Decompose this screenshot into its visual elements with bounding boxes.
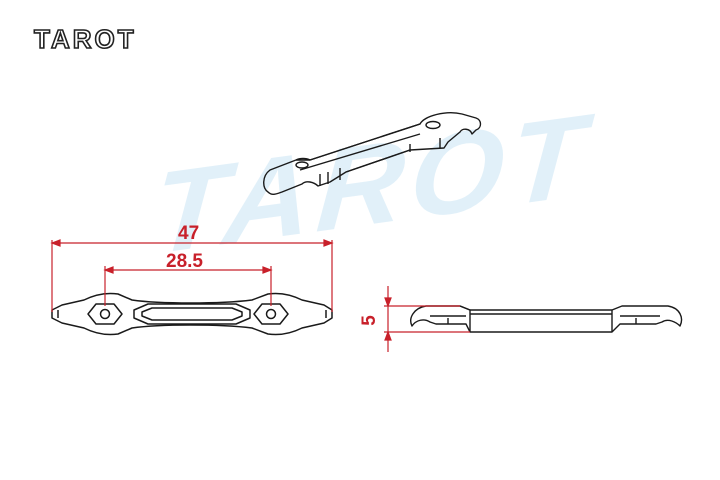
brand-logo: TAROT [33, 24, 137, 54]
hole-spacing-label: 28.5 [166, 251, 203, 272]
side-view [410, 305, 683, 333]
top-view [51, 292, 333, 336]
overall-length-label: 47 [178, 223, 200, 244]
height-label: 5 [358, 315, 380, 326]
isometric-view [263, 112, 482, 195]
dimension-lines [50, 239, 470, 352]
